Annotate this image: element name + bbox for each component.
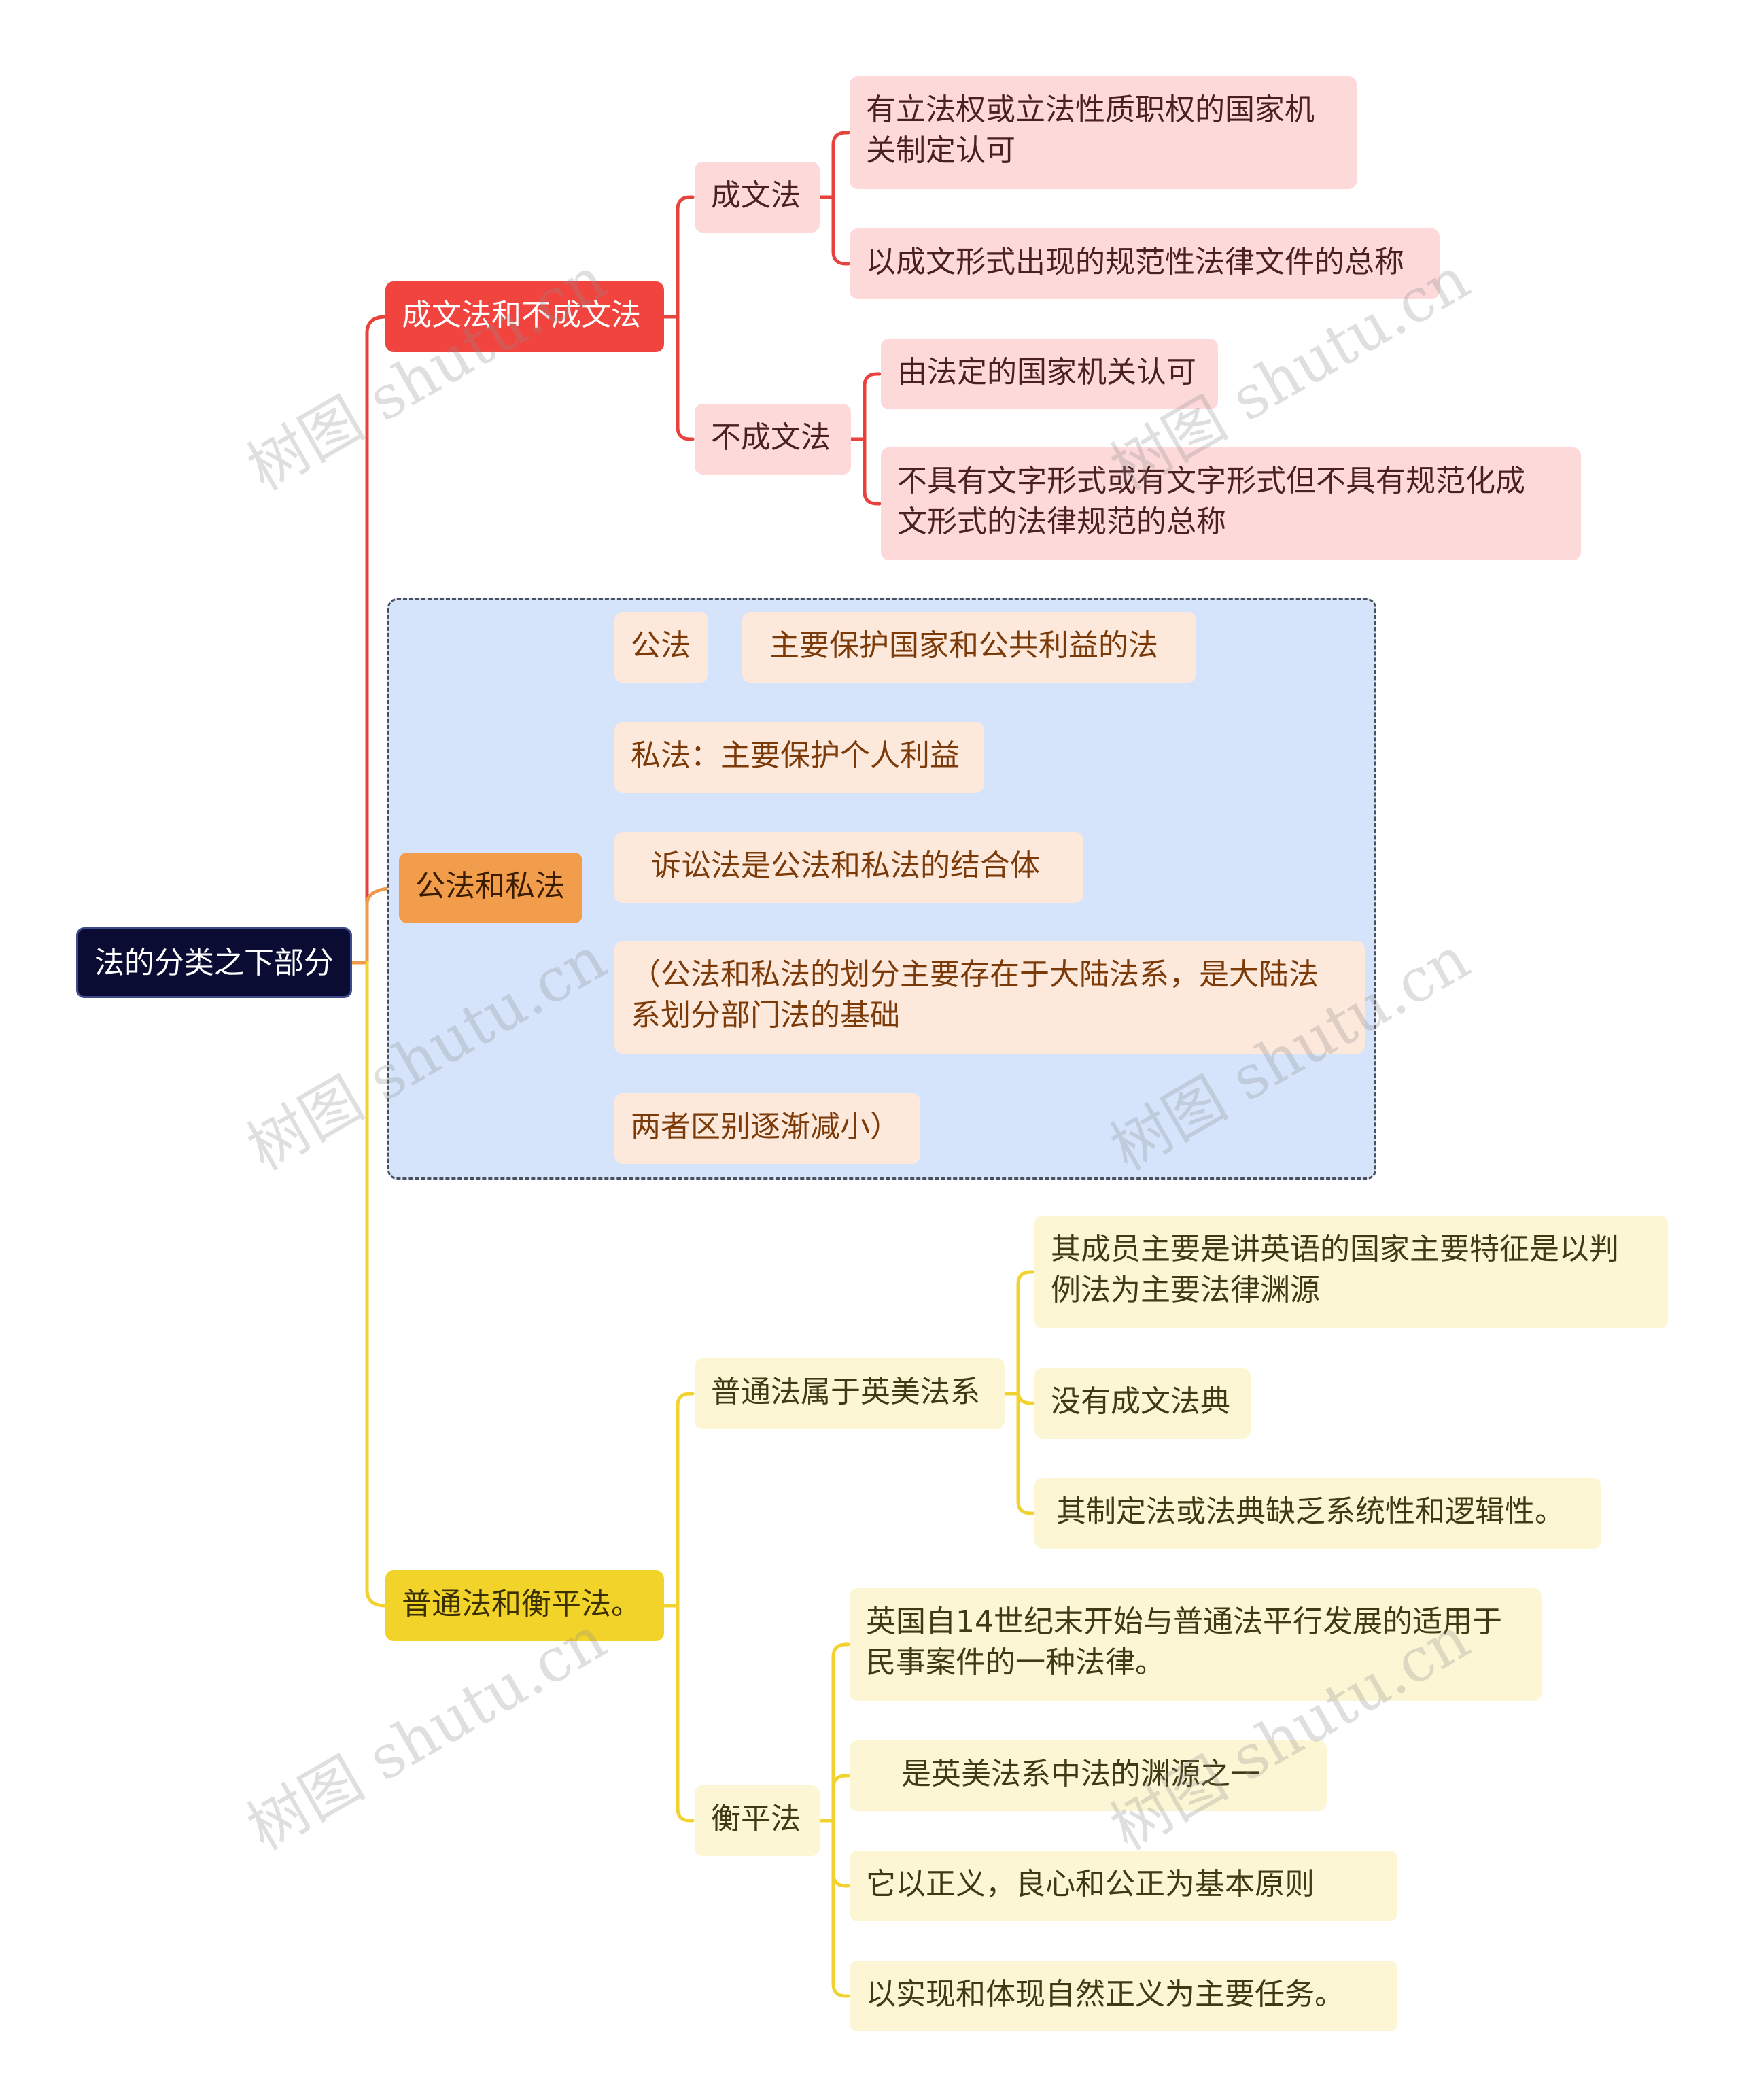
equity-law-edge-0 xyxy=(831,1642,850,1823)
unwritten-law-edge-1 xyxy=(863,437,882,506)
equity-law-edge-3 xyxy=(831,1819,850,1998)
common-law-edge-1 xyxy=(1016,1390,1035,1405)
equity-law-edge-1 xyxy=(831,1774,850,1823)
leaf-equity-law-1[interactable]: 英国自14世纪末开始与普通法平行发展的适用于 民事案件的一种法律。 xyxy=(850,1588,1542,1701)
node-written-law[interactable]: 成文法 xyxy=(695,162,820,233)
leaf-written-law-2[interactable]: 以成文形式出现的规范性法律文件的总称 xyxy=(850,228,1440,299)
yellow-branch-edge-0 xyxy=(676,1392,695,1608)
leaf-public-law-definition[interactable]: 主要保护国家和公共利益的法 xyxy=(742,612,1196,683)
leaf-unwritten-law-1[interactable]: 由法定的国家机关认可 xyxy=(881,339,1218,409)
written-law-edge-1 xyxy=(831,195,850,266)
leaf-equity-law-2[interactable]: 是英美法系中法的渊源之一 xyxy=(850,1740,1327,1811)
node-litigation-law[interactable]: 诉讼法是公法和私法的结合体 xyxy=(614,832,1083,903)
yellow-branch-edge-1 xyxy=(676,1604,695,1823)
node-public-law[interactable]: 公法 xyxy=(614,612,708,683)
node-unwritten-law[interactable]: 不成文法 xyxy=(695,404,851,475)
node-private-law[interactable]: 私法：主要保护个人利益 xyxy=(614,722,984,793)
node-division-note[interactable]: （公法和私法的划分主要存在于大陆法系，是大陆法 系划分部门法的基础 xyxy=(614,941,1365,1054)
root-node[interactable]: 法的分类之下部分 xyxy=(76,927,352,998)
red-branch-edge-0 xyxy=(676,195,695,319)
node-common-law[interactable]: 普通法属于英美法系 xyxy=(695,1358,1005,1429)
equity-law-edge-2 xyxy=(831,1819,850,1888)
leaf-equity-law-4[interactable]: 以实现和体现自然正义为主要任务。 xyxy=(850,1961,1397,2031)
leaf-common-law-1[interactable]: 其成员主要是讲英语的国家主要特征是以判 例法为主要法律渊源 xyxy=(1034,1216,1668,1328)
common-law-edge-0 xyxy=(1016,1270,1035,1396)
node-equity-law[interactable]: 衡平法 xyxy=(695,1785,820,1856)
red-branch-edge-1 xyxy=(676,315,695,441)
root-to-yellow xyxy=(365,961,387,1608)
leaf-unwritten-law-2[interactable]: 不具有文字形式或有文字形式但不具有规范化成 文形式的法律规范的总称 xyxy=(881,447,1581,560)
node-difference-note[interactable]: 两者区别逐渐减小） xyxy=(614,1093,920,1164)
written-law-edge-0 xyxy=(831,131,850,199)
branch-public-private-law[interactable]: 公法和私法 xyxy=(399,853,582,923)
leaf-common-law-3[interactable]: 其制定法或法典缺乏系统性和逻辑性。 xyxy=(1034,1478,1601,1549)
leaf-common-law-2[interactable]: 没有成文法典 xyxy=(1034,1368,1251,1439)
root-to-red xyxy=(365,315,387,965)
common-law-edge-2 xyxy=(1016,1392,1035,1515)
branch-written-unwritten-law[interactable]: 成文法和不成文法 xyxy=(385,281,664,352)
branch-common-equity-law[interactable]: 普通法和衡平法。 xyxy=(385,1570,664,1641)
unwritten-law-edge-0 xyxy=(863,372,882,441)
leaf-equity-law-3[interactable]: 它以正义，良心和公正为基本原则 xyxy=(850,1851,1397,1921)
leaf-written-law-1[interactable]: 有立法权或立法性质职权的国家机 关制定认可 xyxy=(850,76,1357,189)
